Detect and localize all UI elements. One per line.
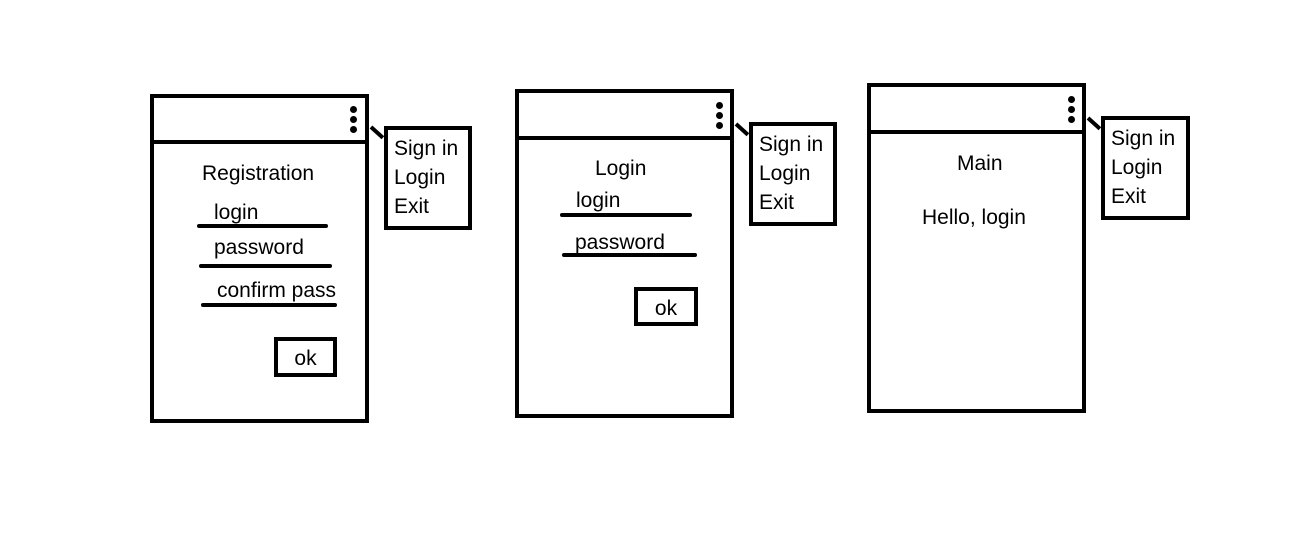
login-title: Login bbox=[595, 157, 647, 180]
registration-title: Registration bbox=[202, 162, 315, 185]
menu-item-exit[interactable]: Exit bbox=[1111, 185, 1147, 208]
menu-item-sign-in[interactable]: Sign in bbox=[394, 137, 459, 160]
login-ok-button[interactable]: ok bbox=[634, 287, 698, 326]
login-overflow-menu: Sign in Login Exit bbox=[749, 122, 837, 226]
registration-login-input[interactable] bbox=[197, 224, 328, 228]
kebab-menu-icon[interactable] bbox=[716, 102, 724, 132]
registration-screen bbox=[150, 94, 369, 423]
main-greeting: Hello, login bbox=[922, 206, 1026, 229]
registration-ok-label: ok bbox=[294, 347, 317, 370]
registration-confirm-pass-input[interactable] bbox=[201, 303, 337, 307]
login-password-label: password bbox=[575, 231, 665, 254]
menu-item-login[interactable]: Login bbox=[1111, 156, 1163, 179]
registration-confirm-pass-label: confirm pass bbox=[217, 279, 337, 302]
menu-item-exit[interactable]: Exit bbox=[759, 191, 795, 214]
menu-item-login[interactable]: Login bbox=[394, 166, 446, 189]
login-password-input[interactable] bbox=[562, 253, 697, 257]
menu-item-exit[interactable]: Exit bbox=[394, 195, 430, 218]
menu-item-sign-in[interactable]: Sign in bbox=[759, 133, 824, 156]
login-login-input[interactable] bbox=[560, 213, 692, 217]
menu-item-login[interactable]: Login bbox=[759, 162, 811, 185]
menu-connector bbox=[1086, 116, 1102, 131]
registration-password-input[interactable] bbox=[199, 264, 332, 268]
registration-password-label: password bbox=[214, 236, 304, 259]
kebab-menu-icon[interactable] bbox=[1068, 96, 1076, 126]
registration-login-label: login bbox=[214, 201, 259, 224]
main-title: Main bbox=[957, 152, 1003, 175]
main-overflow-menu: Sign in Login Exit bbox=[1101, 116, 1190, 220]
main-app-bar bbox=[871, 87, 1082, 134]
kebab-menu-icon[interactable] bbox=[350, 106, 358, 136]
login-app-bar bbox=[519, 93, 730, 140]
registration-ok-button[interactable]: ok bbox=[274, 337, 337, 377]
login-screen bbox=[515, 89, 734, 418]
main-screen bbox=[867, 83, 1086, 413]
login-login-label: login bbox=[576, 189, 621, 212]
registration-overflow-menu: Sign in Login Exit bbox=[384, 126, 472, 230]
login-ok-label: ok bbox=[654, 297, 678, 320]
registration-app-bar bbox=[154, 98, 365, 144]
menu-connector bbox=[369, 125, 385, 140]
menu-connector bbox=[734, 122, 750, 137]
menu-item-sign-in[interactable]: Sign in bbox=[1111, 127, 1176, 150]
